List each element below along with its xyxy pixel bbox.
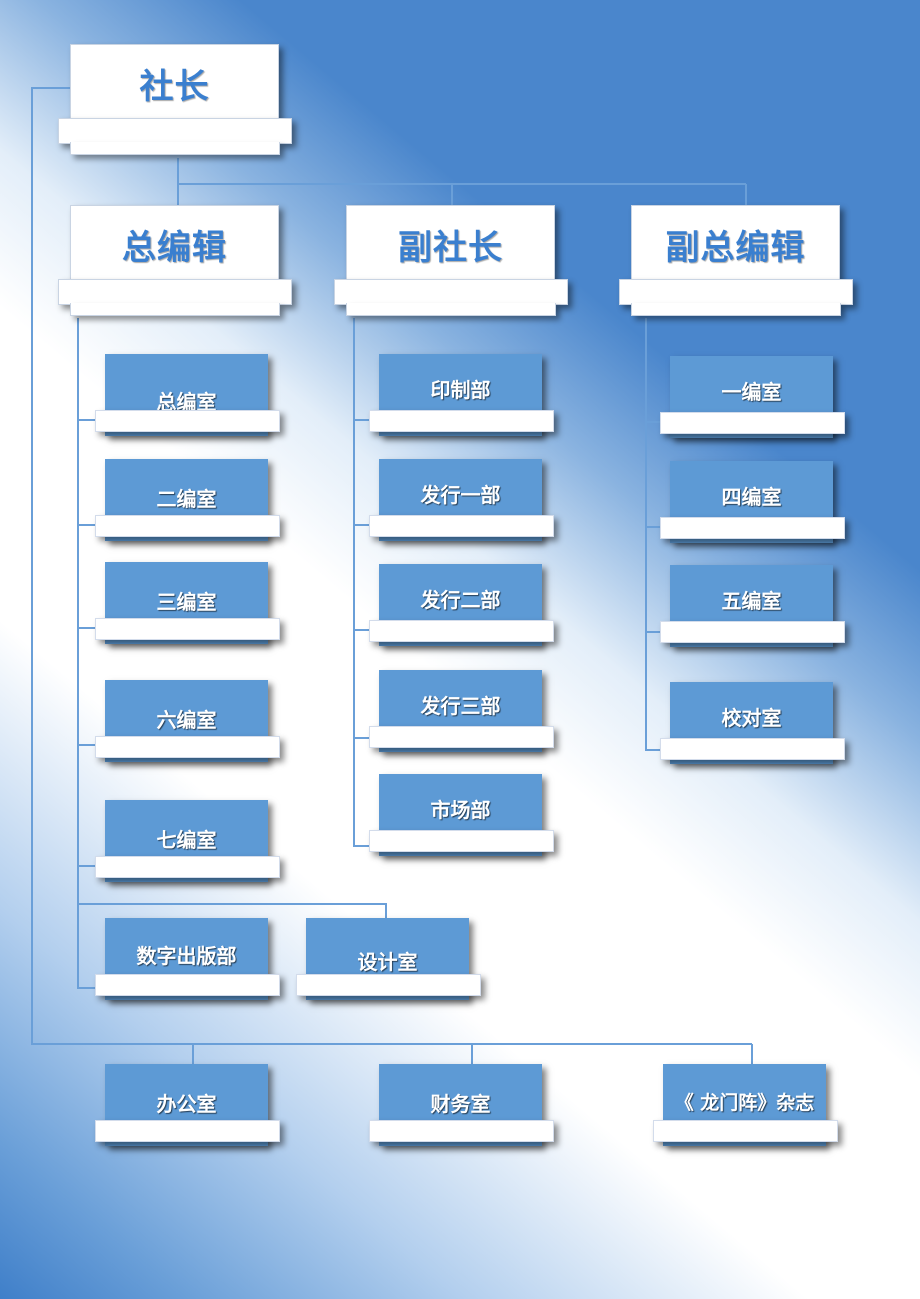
dept-label: 一编室 <box>721 380 782 404</box>
dept-label: 财务室 <box>430 1092 491 1116</box>
dept-label: 发行三部 <box>420 694 501 718</box>
dept-label: 四编室 <box>721 485 782 509</box>
president-label: 社长 <box>139 66 210 107</box>
vice-president-label: 副社长 <box>398 227 503 268</box>
dept-label: 数字出版部 <box>136 944 237 968</box>
dept-label: 设计室 <box>357 950 418 974</box>
dept-label: 发行一部 <box>420 483 501 507</box>
dept-label: 二编室 <box>156 487 217 511</box>
dept-label: 市场部 <box>430 798 491 822</box>
dept-label: 三编室 <box>156 590 217 614</box>
dept-label: 七编室 <box>156 828 217 852</box>
dept-label: 《 龙门阵》杂志 <box>674 1092 815 1114</box>
dept-label: 五编室 <box>721 589 782 613</box>
dept-label: 印制部 <box>430 378 491 402</box>
chief-editor-label: 总编辑 <box>122 227 227 268</box>
dept-label: 六编室 <box>156 708 217 732</box>
dept-label: 发行二部 <box>420 588 501 612</box>
dept-label: 办公室 <box>156 1092 217 1116</box>
deputy-chief-editor-label: 副总编辑 <box>665 227 806 268</box>
dept-label: 校对室 <box>721 706 782 730</box>
